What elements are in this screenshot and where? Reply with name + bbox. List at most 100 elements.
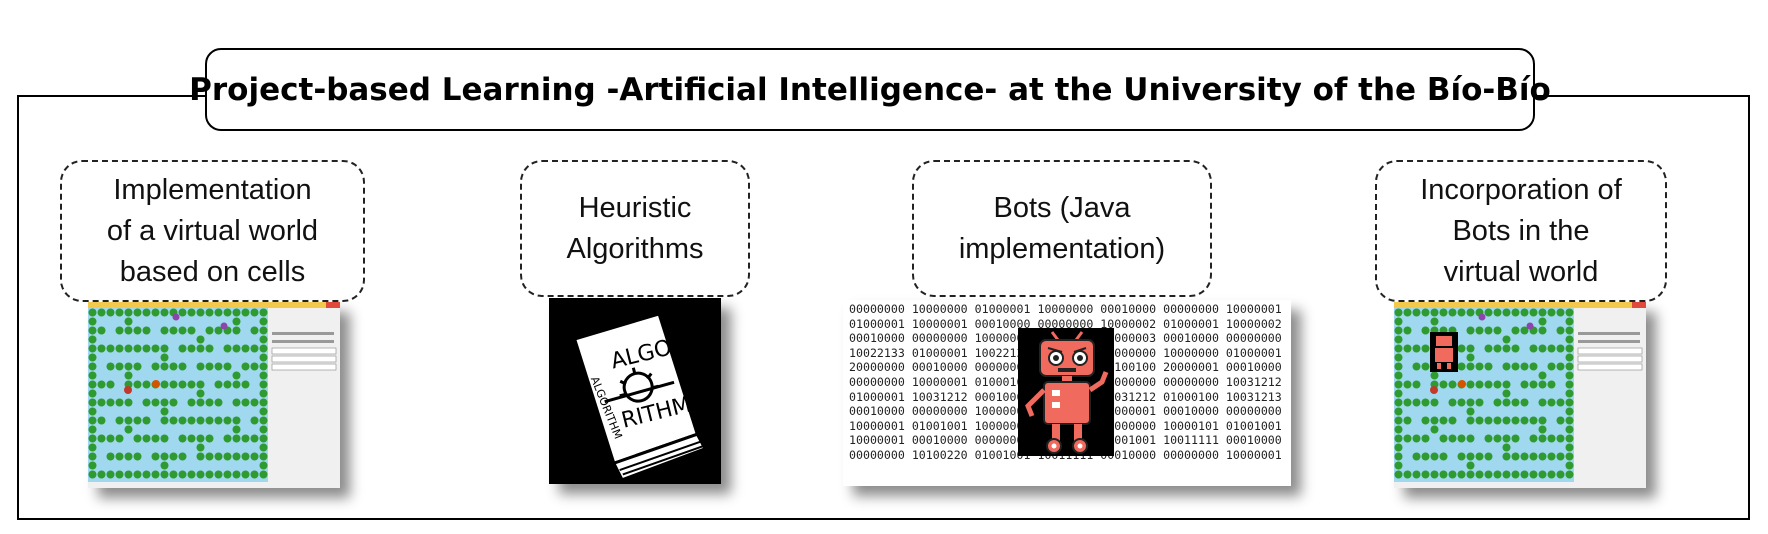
- label-line: implementation): [958, 232, 1166, 265]
- tree-icon: [169, 380, 178, 389]
- tree-icon: [1484, 326, 1493, 335]
- tree-icon: [232, 308, 241, 317]
- tree-icon: [250, 308, 259, 317]
- tree-icon: [1502, 398, 1511, 407]
- player-icon: [152, 380, 160, 388]
- tree-icon: [214, 470, 223, 479]
- tree-icon: [1394, 371, 1403, 380]
- tree-icon: [1403, 380, 1412, 389]
- tree-icon: [1538, 470, 1547, 479]
- tree-icon: [1421, 416, 1430, 425]
- tree-icon: [214, 416, 223, 425]
- tree-icon: [1475, 398, 1484, 407]
- tree-icon: [97, 308, 106, 317]
- tree-icon: [1421, 434, 1430, 443]
- tree-icon: [1466, 326, 1475, 335]
- tree-icon: [1412, 434, 1421, 443]
- tree-icon: [214, 362, 223, 371]
- tree-icon: [1394, 362, 1403, 371]
- tree-icon: [241, 308, 250, 317]
- tree-icon: [1430, 308, 1439, 317]
- tree-icon: [1475, 452, 1484, 461]
- tree-icon: [151, 452, 160, 461]
- tree-icon: [1538, 425, 1547, 434]
- tree-icon: [232, 416, 241, 425]
- label-line: Bots in the: [1452, 214, 1590, 247]
- tree-icon: [1430, 425, 1439, 434]
- tree-icon: [187, 308, 196, 317]
- tree-icon: [232, 452, 241, 461]
- tree-icon: [187, 326, 196, 335]
- tree-icon: [259, 380, 268, 389]
- tree-icon: [1538, 371, 1547, 380]
- tree-icon: [1538, 317, 1547, 326]
- tree-icon: [1475, 470, 1484, 479]
- tree-icon: [241, 398, 250, 407]
- tree-icon: [187, 416, 196, 425]
- tree-icon: [1547, 398, 1556, 407]
- tree-icon: [1457, 470, 1466, 479]
- tree-icon: [124, 470, 133, 479]
- player-icon: [1430, 386, 1438, 394]
- tree-icon: [1520, 326, 1529, 335]
- tree-icon: [205, 434, 214, 443]
- tree-icon: [169, 362, 178, 371]
- tree-icon: [88, 389, 97, 398]
- tree-icon: [1439, 434, 1448, 443]
- tree-icon: [1457, 452, 1466, 461]
- tree-icon: [223, 434, 232, 443]
- tree-icon: [1538, 452, 1547, 461]
- binary-code-block: 00000000 10000000 01000001 10000000 0001…: [849, 302, 1282, 462]
- tree-icon: [214, 326, 223, 335]
- player-icon: [1458, 380, 1466, 388]
- tree-icon: [223, 362, 232, 371]
- tree-icon: [1403, 344, 1412, 353]
- label-line: Algorithms: [566, 232, 704, 265]
- tree-icon: [1439, 308, 1448, 317]
- tree-icon: [115, 452, 124, 461]
- tree-icon: [1430, 470, 1439, 479]
- step-label-bots: Bots (Java implementation): [912, 160, 1212, 297]
- tree-icon: [1565, 344, 1574, 353]
- tree-icon: [178, 470, 187, 479]
- tree-icon: [241, 470, 250, 479]
- tree-icon: [250, 416, 259, 425]
- tree-icon: [1484, 416, 1493, 425]
- tree-icon: [1475, 380, 1484, 389]
- tree-icon: [187, 344, 196, 353]
- tree-icon: [1529, 470, 1538, 479]
- tree-icon: [142, 470, 151, 479]
- tree-icon: [259, 398, 268, 407]
- tree-icon: [1529, 434, 1538, 443]
- tree-icon: [214, 308, 223, 317]
- tree-icon: [1556, 398, 1565, 407]
- tree-icon: [250, 452, 259, 461]
- tree-icon: [124, 425, 133, 434]
- tree-icon: [214, 380, 223, 389]
- tree-icon: [1448, 434, 1457, 443]
- tree-icon: [1538, 308, 1547, 317]
- tree-icon: [97, 434, 106, 443]
- tree-icon: [178, 308, 187, 317]
- tree-icon: [1457, 308, 1466, 317]
- tree-icon: [1511, 326, 1520, 335]
- tree-icon: [1520, 308, 1529, 317]
- label-line: of a virtual world: [106, 214, 319, 247]
- diagram-title: Project-based Learning -Artificial Intel…: [189, 71, 1551, 108]
- tree-icon: [1502, 335, 1511, 344]
- tree-icon: [1475, 326, 1484, 335]
- tree-icon: [259, 443, 268, 452]
- tree-icon: [1466, 470, 1475, 479]
- tree-icon: [1484, 308, 1493, 317]
- tree-icon: [178, 416, 187, 425]
- tree-icon: [250, 326, 259, 335]
- tree-icon: [142, 434, 151, 443]
- tree-icon: [169, 326, 178, 335]
- tree-icon: [115, 362, 124, 371]
- tree-icon: [259, 416, 268, 425]
- tree-icon: [1403, 308, 1412, 317]
- tree-icon: [1565, 425, 1574, 434]
- tree-icon: [1565, 398, 1574, 407]
- tree-icon: [1430, 317, 1439, 326]
- title-box: Project-based Learning -Artificial Intel…: [189, 48, 1551, 131]
